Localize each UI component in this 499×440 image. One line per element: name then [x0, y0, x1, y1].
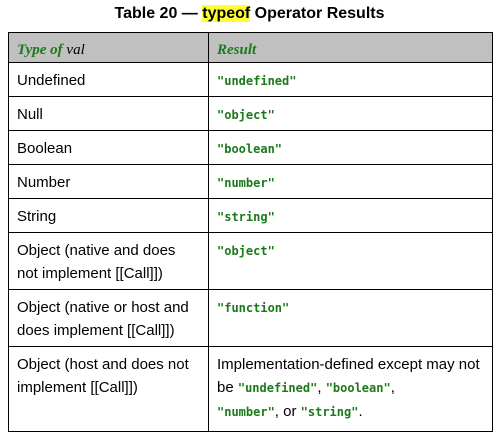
header-type-of-val: Type of val: [8, 32, 209, 63]
table-row: Undefined "undefined": [8, 62, 493, 97]
result-code: "undefined": [217, 74, 297, 88]
type-cell: Null: [8, 96, 209, 131]
result-text: Implementation-defined except may not be: [217, 356, 480, 396]
header-row: Type of val Result: [8, 32, 493, 63]
table-row: Number "number": [8, 164, 493, 199]
table-caption: Table 20 — typeof Operator Results: [0, 4, 499, 24]
result-code: "object": [217, 108, 275, 122]
result-cell: "function": [208, 289, 493, 347]
result-code: "boolean": [217, 142, 283, 156]
result-code: "function": [217, 301, 290, 315]
table-row: Boolean "boolean": [8, 130, 493, 165]
result-end: .: [358, 403, 363, 420]
result-code: "number": [217, 405, 275, 419]
type-cell: Object (host and does not implement [[Ca…: [8, 346, 209, 432]
header-type-label: Type of: [17, 42, 67, 58]
table-row: Object (host and does not implement [[Ca…: [8, 346, 493, 432]
result-code: "object": [217, 244, 275, 258]
type-cell: String: [8, 198, 209, 233]
header-val: val: [66, 42, 85, 58]
header-result: Result: [208, 32, 493, 63]
type-cell: Number: [8, 164, 209, 199]
result-cell: "number": [208, 164, 493, 199]
result-code: "number": [217, 176, 275, 190]
result-cell: "undefined": [208, 62, 493, 97]
table-header: Type of val Result: [8, 32, 493, 63]
caption-suffix: Operator Results: [250, 5, 385, 22]
type-cell: Boolean: [8, 130, 209, 165]
result-cell: "object": [208, 96, 493, 131]
table-row: Object (native or host and does implemen…: [8, 289, 493, 347]
table-row: Null "object": [8, 96, 493, 131]
result-code: "string": [217, 210, 275, 224]
caption-prefix: Table 20 —: [114, 5, 203, 22]
type-cell: Object (native and does not implement [[…: [8, 232, 209, 290]
result-cell: Implementation-defined except may not be…: [208, 346, 493, 432]
result-cell: "boolean": [208, 130, 493, 165]
result-cell: "string": [208, 198, 493, 233]
table-row: Object (native and does not implement [[…: [8, 232, 493, 290]
table-row: String "string": [8, 198, 493, 233]
typeof-results-table: Type of val Result Undefined "undefined"…: [8, 32, 493, 432]
caption-keyword-highlighted: typeof: [202, 5, 251, 22]
type-cell: Object (native or host and does implemen…: [8, 289, 209, 347]
result-cell: "object": [208, 232, 493, 290]
result-code: "boolean": [325, 381, 391, 395]
result-separator: ,: [317, 379, 326, 396]
type-cell: Undefined: [8, 62, 209, 97]
table-body: Undefined "undefined" Null "object" Bool…: [8, 62, 493, 432]
result-separator: , or: [274, 403, 301, 420]
result-code: "string": [300, 405, 359, 419]
result-separator: ,: [390, 379, 395, 396]
result-code: "undefined": [237, 381, 318, 395]
